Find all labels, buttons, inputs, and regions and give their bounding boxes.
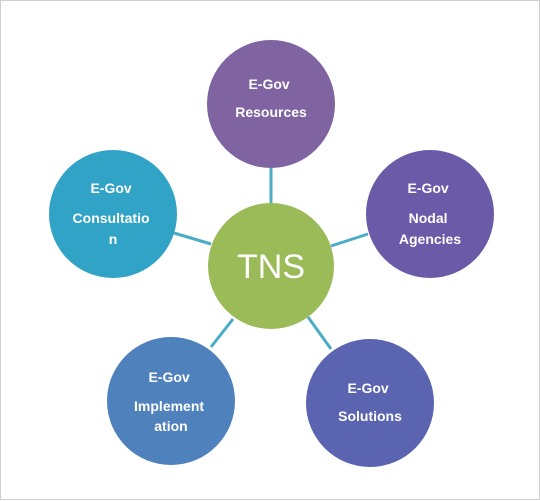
node-solutions-label: E-Gov Solutions <box>338 380 402 424</box>
node-implementation-label: E-Gov Implement ation <box>134 369 208 434</box>
connectors <box>173 168 369 350</box>
connector-solutions <box>306 316 333 350</box>
node-resources-circle <box>207 40 335 168</box>
node-implementation-circle <box>107 337 235 465</box>
connector-consultation <box>173 231 212 246</box>
node-solutions: E-Gov Solutions <box>306 339 434 467</box>
node-consultation-line-1: E-Gov <box>90 180 131 196</box>
node-nodal-agencies-label: E-Gov Nodal Agencies <box>399 180 461 247</box>
node-resources-label: E-Gov Resources <box>235 76 307 120</box>
node-implementation-line-3: ation <box>154 418 187 434</box>
center-hub: TNS <box>208 203 334 329</box>
node-consultation: E-Gov Consultatio n <box>49 150 177 278</box>
node-implementation-line-1: E-Gov <box>148 369 189 385</box>
node-nodal-agencies: E-Gov Nodal Agencies <box>366 150 494 278</box>
node-consultation-label: E-Gov Consultatio n <box>73 180 154 247</box>
node-solutions-circle <box>306 339 434 467</box>
node-nodal-agencies-line-2: Nodal <box>409 210 448 226</box>
node-resources-line-1: E-Gov <box>248 76 289 92</box>
node-solutions-line-2: Solutions <box>338 408 402 424</box>
node-consultation-line-2: Consultatio <box>73 210 150 226</box>
center-hub-circle <box>208 203 334 329</box>
node-implementation: E-Gov Implement ation <box>107 337 235 465</box>
node-nodal-agencies-line-1: E-Gov <box>407 180 448 196</box>
node-nodal-agencies-line-3: Agencies <box>399 231 461 247</box>
node-resources: E-Gov Resources <box>207 40 335 168</box>
node-consultation-line-3: n <box>109 231 118 247</box>
node-nodal-agencies-circle <box>366 150 494 278</box>
connector-nodal-agencies <box>330 232 369 248</box>
connector-implementation <box>209 318 235 348</box>
node-resources-line-2: Resources <box>235 104 307 120</box>
node-solutions-line-1: E-Gov <box>347 380 388 396</box>
node-implementation-line-2: Implement <box>134 398 204 414</box>
center-hub-label: TNS <box>237 248 305 286</box>
node-consultation-circle <box>49 150 177 278</box>
